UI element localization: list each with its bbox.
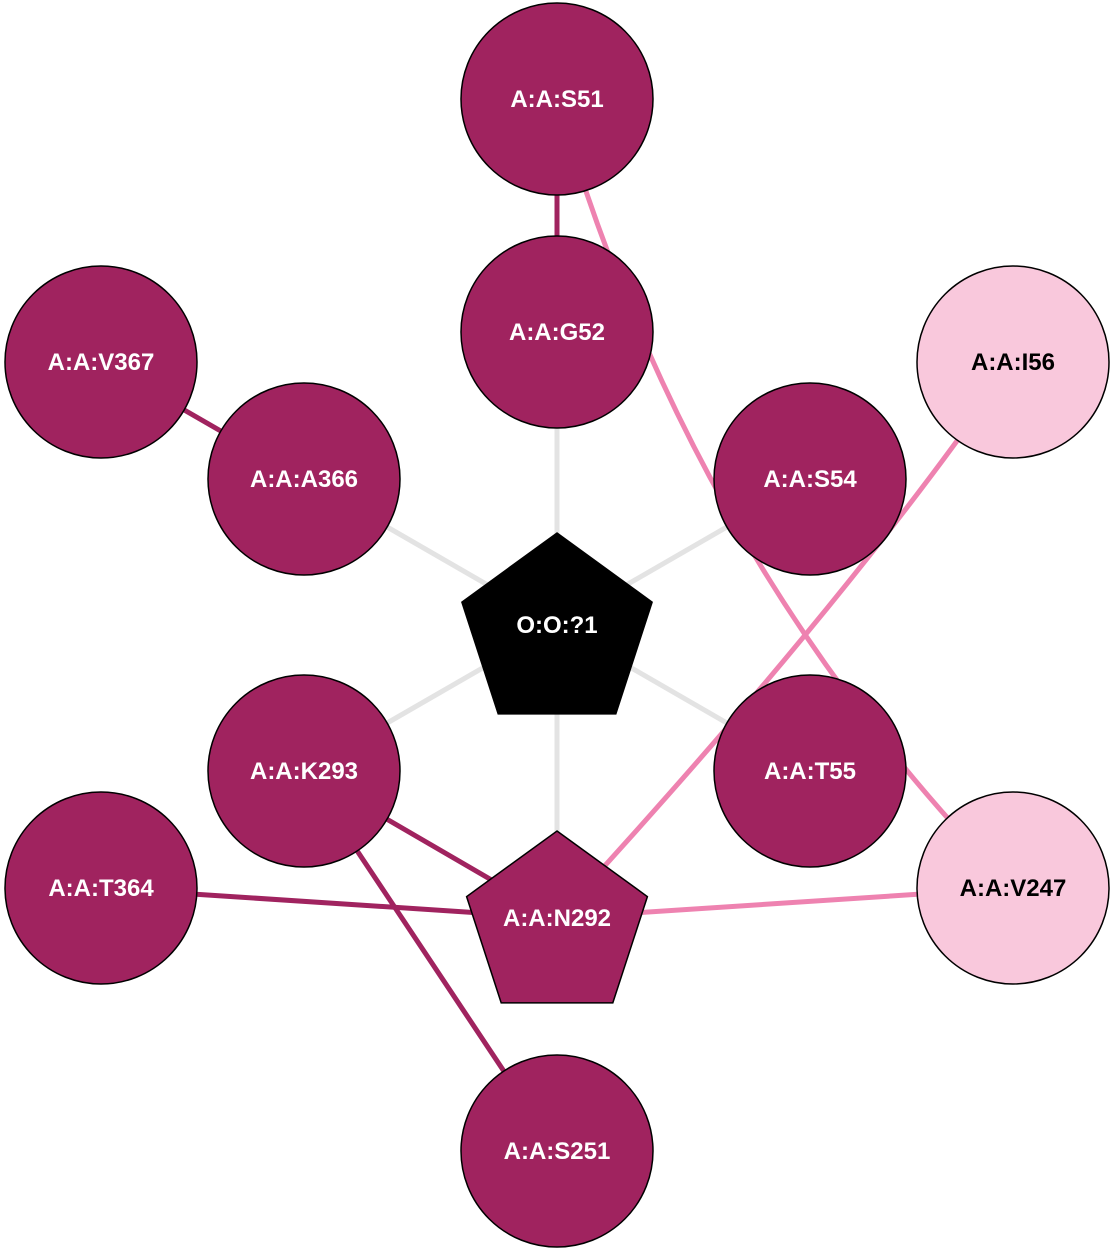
node-s54-label: A:A:S54: [763, 466, 857, 493]
node-s51-circle: [460, 2, 654, 196]
node-g52-label: A:A:G52: [509, 319, 605, 346]
node-t55-label: A:A:T55: [764, 758, 856, 785]
node-n292-pentagon: [465, 830, 649, 1004]
node-t55: A:A:T55: [713, 674, 907, 868]
node-s54: A:A:S54: [713, 382, 907, 576]
node-i56-circle: [916, 265, 1110, 459]
node-s251-circle: [460, 1054, 654, 1248]
node-n292-label: A:A:N292: [503, 905, 611, 932]
node-t55-circle: [713, 674, 907, 868]
node-lig-pentagon: [461, 532, 653, 715]
node-i56-label: A:A:I56: [971, 349, 1055, 376]
node-s251-label: A:A:S251: [504, 1138, 611, 1165]
node-g52: A:A:G52: [460, 235, 654, 429]
node-v247: A:A:V247: [916, 791, 1110, 985]
node-lig: O:O:?1: [461, 532, 653, 715]
node-t364: A:A:T364: [4, 791, 198, 985]
node-t364-circle: [4, 791, 198, 985]
node-t364-label: A:A:T364: [48, 875, 154, 902]
node-s51-label: A:A:S51: [510, 86, 603, 113]
node-v367-label: A:A:V367: [48, 349, 155, 376]
node-g52-circle: [460, 235, 654, 429]
node-v367-circle: [4, 265, 198, 459]
nodes-layer: O:O:?1A:A:N292A:A:S51A:A:G52A:A:V367A:A:…: [4, 2, 1110, 1248]
node-k293-circle: [207, 674, 401, 868]
node-s251: A:A:S251: [460, 1054, 654, 1248]
node-v247-label: A:A:V247: [960, 875, 1067, 902]
node-a366: A:A:A366: [207, 382, 401, 576]
node-v247-circle: [916, 791, 1110, 985]
node-lig-label: O:O:?1: [516, 612, 597, 639]
node-a366-circle: [207, 382, 401, 576]
node-n292: A:A:N292: [465, 830, 649, 1004]
node-s54-circle: [713, 382, 907, 576]
node-s51: A:A:S51: [460, 2, 654, 196]
node-k293: A:A:K293: [207, 674, 401, 868]
node-k293-label: A:A:K293: [250, 758, 358, 785]
node-v367: A:A:V367: [4, 265, 198, 459]
node-a366-label: A:A:A366: [250, 466, 358, 493]
node-i56: A:A:I56: [916, 265, 1110, 459]
